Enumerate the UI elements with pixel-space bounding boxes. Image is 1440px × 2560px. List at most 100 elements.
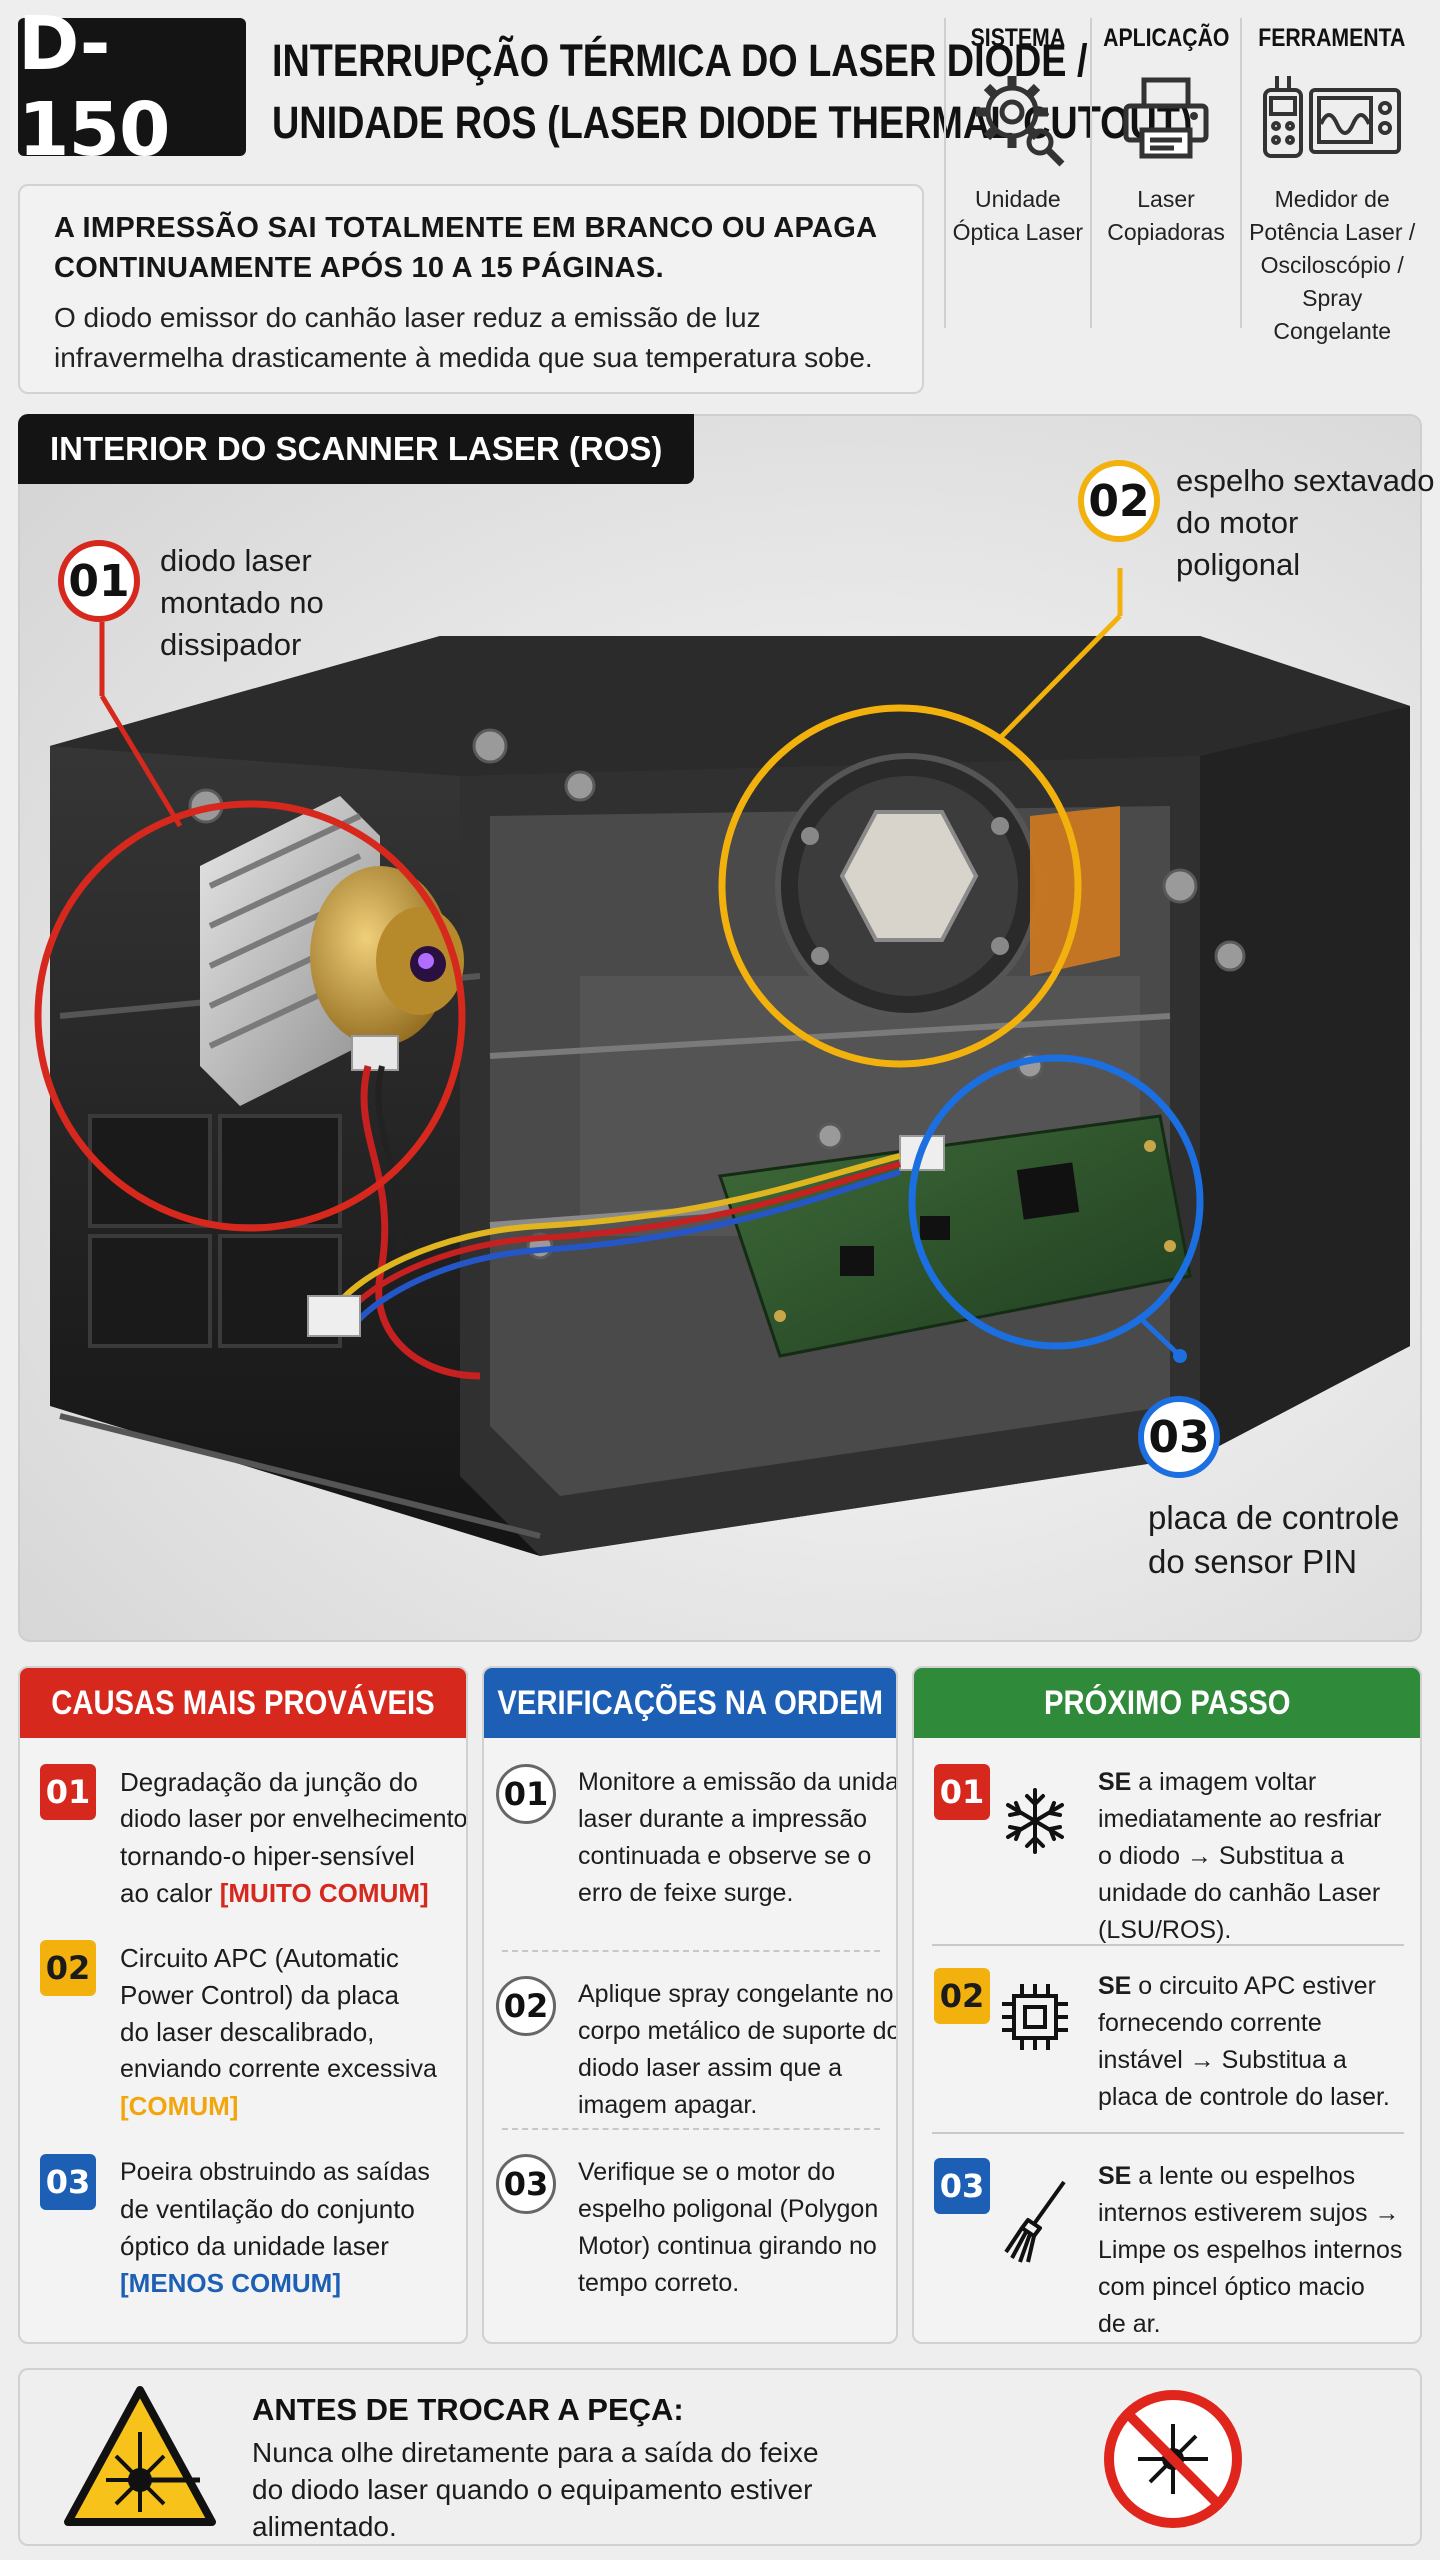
cause-line: Power Control) da placa (120, 1980, 399, 2010)
next-line: com pincel óptico macio (1098, 2273, 1365, 2301)
cause-line: óptico da unidade laser (120, 2231, 389, 2261)
frequency-tag: [COMUM] (120, 2091, 239, 2121)
cause-line: de ventilação do conjunto (120, 2194, 415, 2224)
symptom-desc-line: infravermelha drasticamente à medida que… (54, 342, 873, 373)
checks-title: VERIFICAÇÕES NA ORDEM (484, 1668, 896, 1738)
safety-warning: ANTES DE TROCAR A PEÇA: Nunca olhe diret… (18, 2368, 1422, 2546)
cause-text: Circuito APC (Automatic Power Control) d… (120, 1940, 437, 2125)
meta-line: Unidade (975, 186, 1061, 212)
scanner-photo-panel (18, 414, 1422, 1642)
callout-badge-01: 01 (58, 540, 140, 622)
warning-line: Nunca olhe diretamente para a saída do f… (252, 2437, 819, 2468)
next-number: 02 (934, 1968, 990, 2024)
meta-line: Copiadoras (1107, 219, 1225, 245)
next-line: o diodo → Substitua a (1098, 1842, 1344, 1870)
condition-keyword: SE (1098, 2162, 1132, 2190)
meta-line: Osciloscópio / (1260, 252, 1404, 278)
next-line: SE a lente ou espelhos (1098, 2158, 1402, 2195)
divider (502, 1950, 880, 1952)
cause-item-01: 01 Degradação da junção do diodo laser p… (40, 1764, 468, 1912)
check-line: diodo laser assim que a (578, 2054, 843, 2082)
warning-text: Nunca olhe diretamente para a saída do f… (252, 2434, 872, 2545)
warning-line: alimentado. (252, 2511, 397, 2542)
meta-line: Potência Laser / (1249, 219, 1416, 245)
meta-line: Spray Congelante (1273, 285, 1391, 344)
next-step-title-text: PRÓXIMO PASSO (1043, 1683, 1291, 1722)
error-code: D-150 (18, 1, 246, 173)
check-text: Aplique spray congelante no corpo metáli… (578, 1976, 898, 2124)
symptom-box: A IMPRESSÃO SAI TOTALMENTE EM BRANCO OU … (18, 184, 924, 394)
callout-badge-02: 02 (1078, 460, 1160, 542)
symptom-description: O diodo emissor do canhão laser reduz a … (54, 298, 888, 378)
callout-line: poligonal (1176, 547, 1301, 582)
panel-tag: INTERIOR DO SCANNER LASER (ROS) (18, 414, 695, 484)
cause-line: Degradação da junção do (120, 1767, 418, 1797)
next-line: de ar. (1098, 2310, 1161, 2338)
cause-line: diodo laser por envelhecimento, (120, 1805, 468, 1833)
check-number: 01 (496, 1764, 556, 1824)
snowflake-icon (990, 1786, 1080, 1949)
cause-number: 03 (40, 2154, 96, 2210)
callout-line: montado no (160, 585, 324, 620)
meta-line: Óptica Laser (952, 219, 1084, 245)
next-text: SE a lente ou espelhos internos estivere… (1098, 2158, 1402, 2342)
symptom-lead: A IMPRESSÃO SAI TOTALMENTE EM BRANCO OU … (54, 208, 888, 288)
next-line: unidade do canhão Laser (1098, 1879, 1381, 1907)
callout-text-03: placa de controle do sensor PIN (1148, 1496, 1399, 1584)
next-line: fornecendo corrente (1098, 2009, 1322, 2037)
causes-box: CAUSAS MAIS PROVÁVEIS 01 Degradação da j… (18, 1666, 468, 2344)
symptom-lead-line: A IMPRESSÃO SAI TOTALMENTE EM BRANCO OU … (54, 212, 878, 244)
meta-head: APLICAÇÃO (1102, 24, 1230, 52)
next-line: internos estiverem sujos → (1098, 2199, 1400, 2227)
cause-line: Circuito APC (Automatic (120, 1943, 399, 1973)
callout-line: espelho sextavado (1176, 463, 1435, 498)
check-line: tempo correto. (578, 2269, 740, 2297)
frequency-tag: [MENOS COMUM] (120, 2268, 341, 2298)
laser-warning-icon (60, 2382, 220, 2537)
next-step-box: PRÓXIMO PASSO 01 SE a imagem voltar imed… (912, 1666, 1422, 2344)
symptom-desc-line: O diodo emissor do canhão laser reduz a … (54, 302, 761, 333)
meta-value: Unidade Óptica Laser (946, 183, 1090, 249)
cause-line: enviando corrente excessiva (120, 2055, 437, 2083)
divider (502, 2128, 880, 2130)
meta-head: SISTEMA (970, 24, 1066, 52)
cause-item-02: 02 Circuito APC (Automatic Power Control… (40, 1940, 437, 2125)
check-line: laser durante a impressão (578, 1805, 868, 1833)
next-line: imediatamente ao resfriar (1098, 1805, 1382, 1833)
check-line: Motor) continua girando no (578, 2232, 877, 2260)
next-line-part: a imagem voltar (1131, 1768, 1317, 1796)
no-laser-eye-icon (1098, 2384, 1248, 2539)
callout-text-01: diodo laser montado no dissipador (160, 540, 324, 666)
check-line: Aplique spray congelante no (578, 1980, 894, 2008)
title-line-2: UNIDADE ROS (LASER DIODE THERMAL CUTOUT) (272, 97, 1193, 148)
check-line: corpo metálico de suporte do (578, 2017, 898, 2045)
meter-oscilloscope-icon (1242, 53, 1422, 183)
brush-icon (990, 2176, 1080, 2342)
causes-title: CAUSAS MAIS PROVÁVEIS (20, 1668, 466, 1738)
meta-application: APLICAÇÃO Laser Copiadoras (1089, 18, 1241, 328)
cause-line-part: ao calor (120, 1878, 220, 1908)
frequency-tag: [MUITO COMUM] (219, 1878, 429, 1908)
check-line: espelho poligonal (Polygon (578, 2195, 879, 2223)
divider (932, 1944, 1404, 1946)
causes-title-text: CAUSAS MAIS PROVÁVEIS (51, 1683, 435, 1722)
meta-value: Medidor de Potência Laser / Osciloscópio… (1242, 183, 1422, 348)
check-text: Verifique se o motor do espelho poligona… (578, 2154, 878, 2302)
cause-line: do laser descalibrado, (120, 2017, 375, 2047)
next-line: SE o circuito APC estiver (1098, 1968, 1390, 2005)
meta-line: Medidor de (1274, 186, 1390, 212)
next-line-part: a lente ou espelhos (1131, 2162, 1356, 2190)
warning-title: ANTES DE TROCAR A PEÇA: (252, 2392, 684, 2427)
check-line: imagem apagar. (578, 2091, 758, 2119)
check-line: Verifique se o motor do (578, 2158, 836, 2186)
next-line: SE a imagem voltar (1098, 1764, 1381, 1801)
next-line: (LSU/ROS). (1098, 1916, 1232, 1944)
cause-line: tornando-o hiper-sensível (120, 1841, 415, 1871)
next-number: 03 (934, 2158, 990, 2214)
symptom-lead-line: CONTINUAMENTE APÓS 10 A 15 PÁGINAS. (54, 252, 664, 284)
cause-item-03: 03 Poeira obstruindo as saídas de ventil… (40, 2154, 430, 2302)
meta-head: FERRAMENTA (1258, 24, 1406, 52)
check-item-02: 02 Aplique spray congelante no corpo met… (496, 1976, 898, 2124)
callout-line: diodo laser (160, 543, 312, 578)
callout-line: dissipador (160, 627, 302, 662)
